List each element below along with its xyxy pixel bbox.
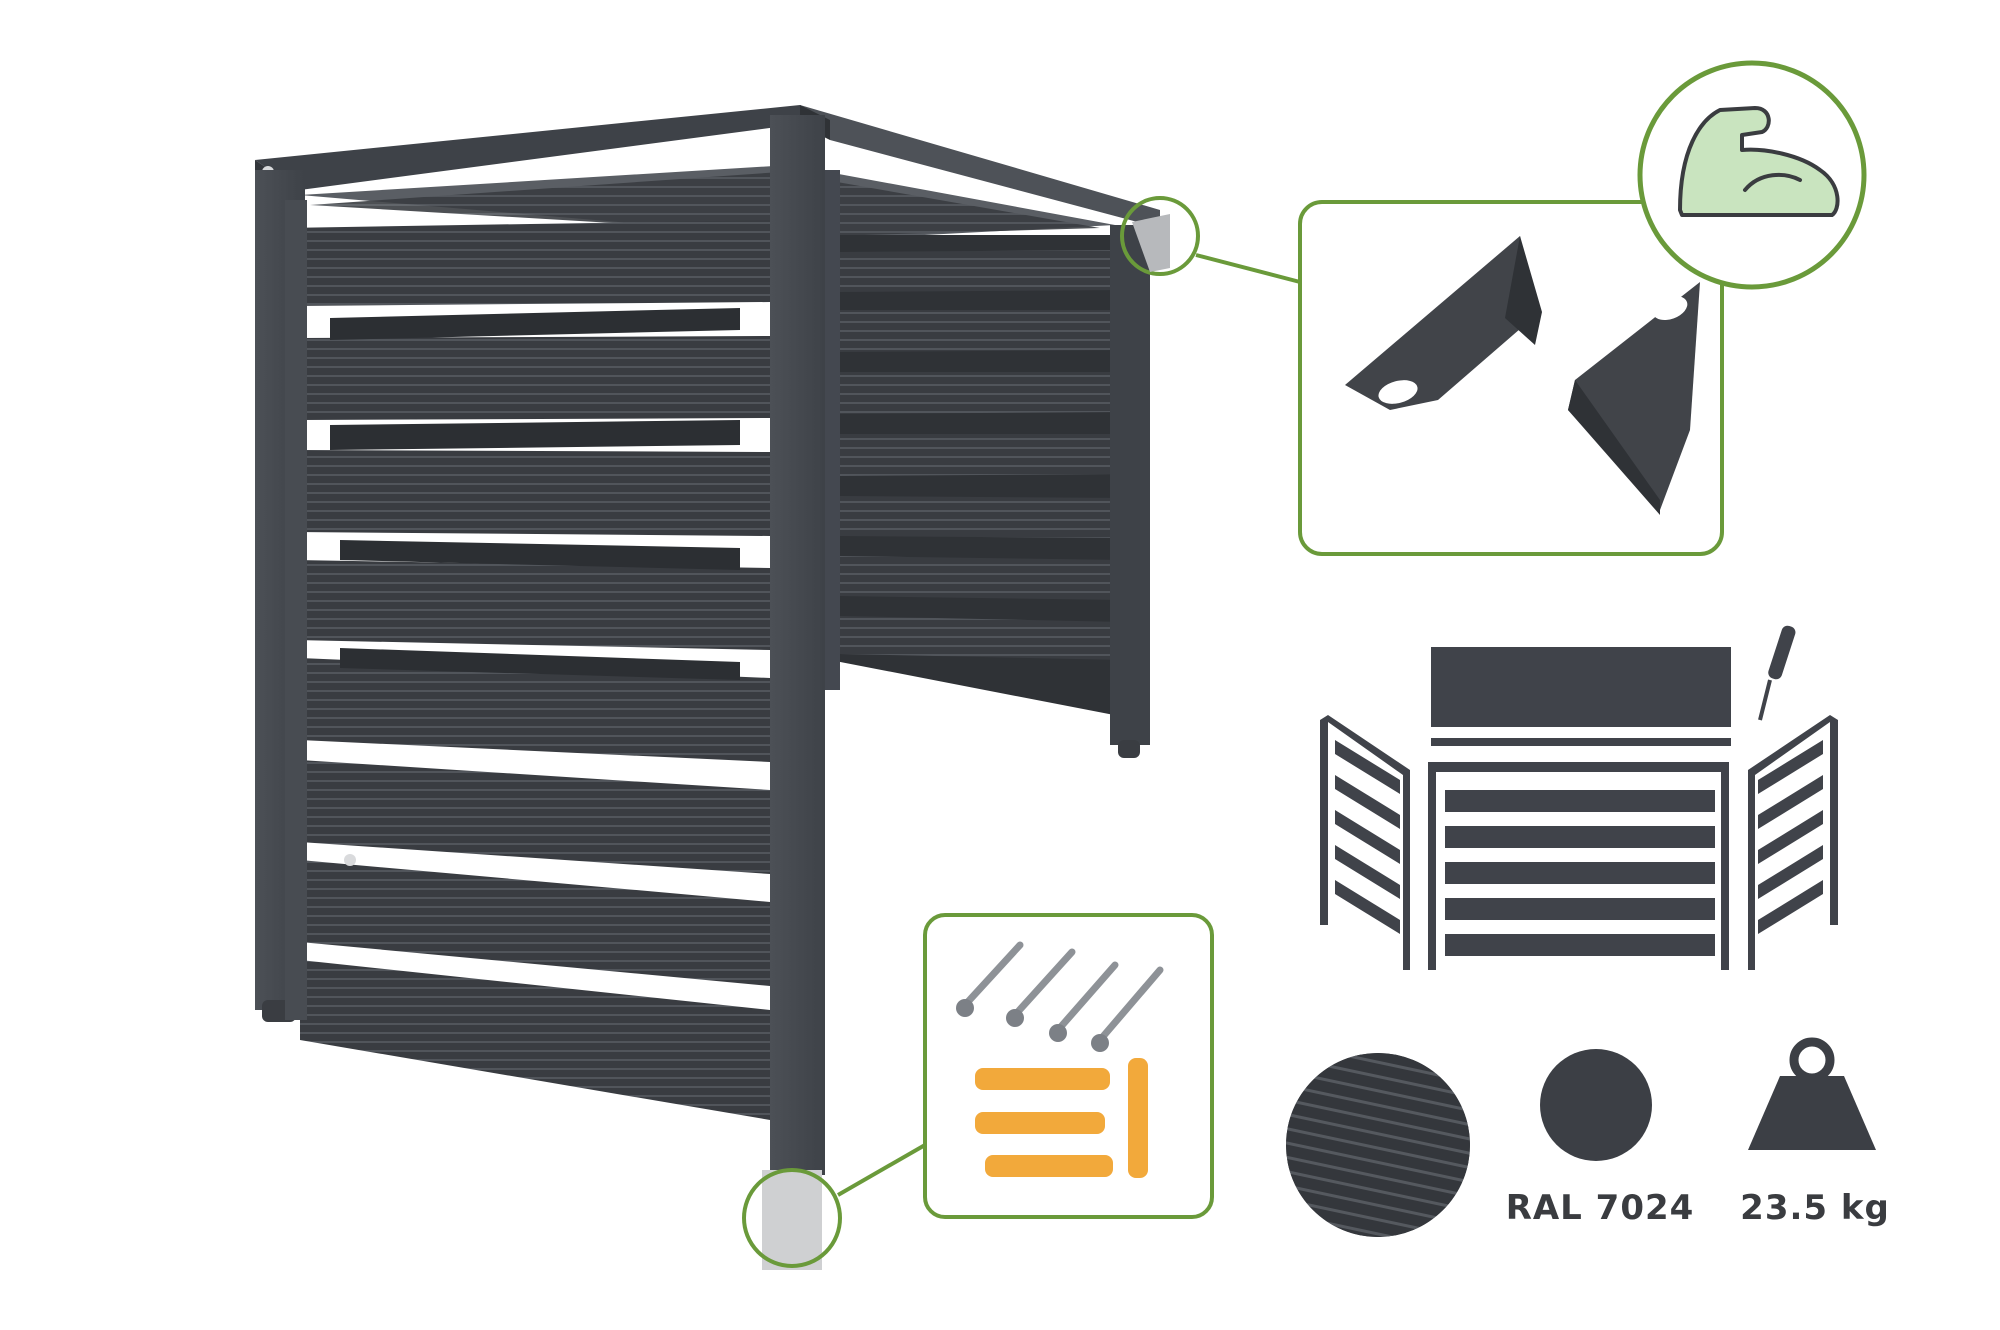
- side-wall: [820, 170, 1150, 758]
- screwdriver-icon: [1758, 625, 1796, 721]
- color-swatch-icon: [1540, 1049, 1652, 1161]
- roof-slats: [300, 165, 1115, 240]
- weight-label: 23.5 kg: [1740, 1188, 1890, 1228]
- wood-grain-swatch-icon: [1286, 1053, 1470, 1237]
- front-slats: [285, 220, 770, 1120]
- panel-assembly-icon: [1320, 647, 1838, 970]
- weight-icon: [1748, 1037, 1876, 1150]
- bicep-icon: [1678, 106, 1840, 217]
- screw-set: [961, 941, 1164, 1044]
- hardware-callout: [742, 913, 1214, 1268]
- enclosure-product: [255, 105, 1160, 1270]
- wall-plugs: [975, 1058, 1148, 1178]
- color-code-label: RAL 7024: [1505, 1188, 1695, 1228]
- bracket-callout: [1120, 60, 1867, 556]
